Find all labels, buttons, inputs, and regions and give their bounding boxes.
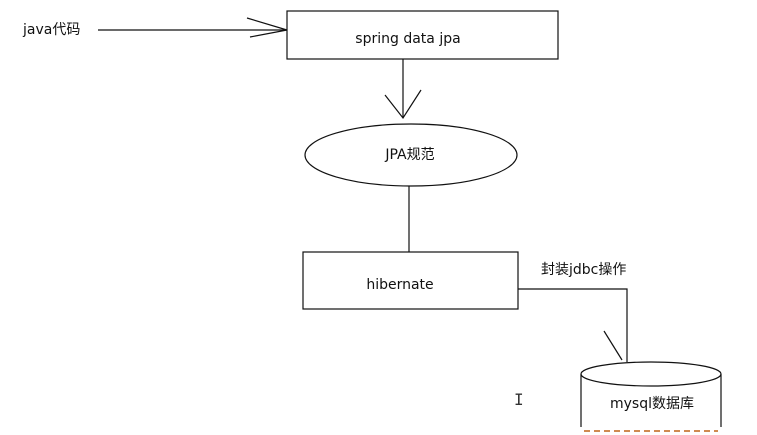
hibernate-box	[302, 251, 519, 310]
java-code-label: java代码	[23, 22, 81, 38]
spring-data-jpa-box	[286, 10, 559, 60]
hibernate-to-mysql-tick	[603, 330, 623, 361]
hibernate-to-mysql-line	[518, 288, 628, 362]
java-to-spring-arrowhead	[246, 17, 288, 38]
spring-to-jpa-arrowhead	[384, 89, 422, 120]
jdbc-wrap-label: 封装jdbc操作	[541, 262, 627, 278]
hibernate-label: hibernate	[366, 277, 434, 293]
mysql-cylinder-top	[580, 361, 722, 387]
jpa-spec-ellipse	[304, 123, 518, 187]
text-cursor-icon: I	[514, 390, 524, 409]
spring-data-jpa-label: spring data jpa	[355, 31, 461, 47]
jpa-spec-label: JPA规范	[385, 147, 435, 163]
mysql-db-label: mysql数据库	[610, 396, 694, 412]
